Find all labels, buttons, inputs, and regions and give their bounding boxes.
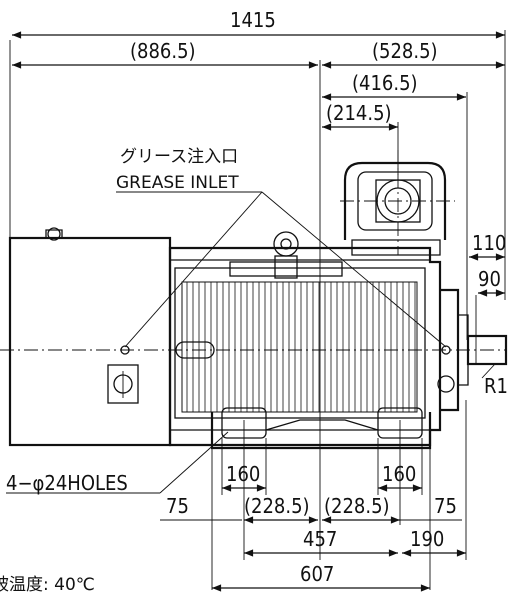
dim-457-text: 457 xyxy=(303,527,337,551)
dim-90-text: 90 xyxy=(478,267,501,291)
dim-416: (416.5) xyxy=(321,71,468,300)
dim-left-right: (886.5) (528.5) xyxy=(11,30,506,560)
grease-label-en: GREASE INLET xyxy=(116,173,239,193)
fan-cover xyxy=(8,227,172,447)
dim-75-left-text: 75 xyxy=(166,494,189,518)
dim-886-text: (886.5) xyxy=(130,39,196,63)
dim-528-text: (528.5) xyxy=(372,39,438,63)
ambient-temp-note: 被温度: 40℃ xyxy=(0,575,95,595)
dim-row-457: 457 190 xyxy=(243,400,467,560)
dim-1415-text: 1415 xyxy=(230,8,276,32)
dim-160-left-text: 160 xyxy=(226,462,260,486)
dim-607-text: 607 xyxy=(300,562,334,586)
dim-row-607: 607 xyxy=(212,562,431,592)
dim-110-text: 110 xyxy=(472,231,506,255)
dim-228-left-text: (228.5) xyxy=(244,494,310,518)
dim-shaft: 110 90 R1 xyxy=(468,231,508,398)
dim-416-text: (416.5) xyxy=(352,71,418,95)
grease-label-jp: グリース注入口 xyxy=(120,147,238,167)
dim-160-right-text: 160 xyxy=(382,462,416,486)
holes-label: 4−φ24HOLES xyxy=(6,431,229,495)
motor-feet xyxy=(210,407,432,590)
grease-inlet-label: グリース注入口 GREASE INLET xyxy=(116,147,447,348)
dim-214-text: (214.5) xyxy=(326,101,392,125)
motor-frame xyxy=(120,231,451,447)
terminal-box xyxy=(340,150,455,256)
dim-row-228: 75 (228.5) (228.5) 75 xyxy=(160,470,462,525)
dim-r1-text: R1 xyxy=(484,374,508,398)
dim-75-right-text: 75 xyxy=(434,494,457,518)
dim-214: (214.5) xyxy=(321,101,399,175)
holes-text: 4−φ24HOLES xyxy=(6,471,128,495)
drive-end xyxy=(437,250,508,412)
dim-228-right-text: (228.5) xyxy=(324,494,390,518)
dim-190-text: 190 xyxy=(410,527,444,551)
dim-feet-160: 160 160 xyxy=(221,438,423,495)
